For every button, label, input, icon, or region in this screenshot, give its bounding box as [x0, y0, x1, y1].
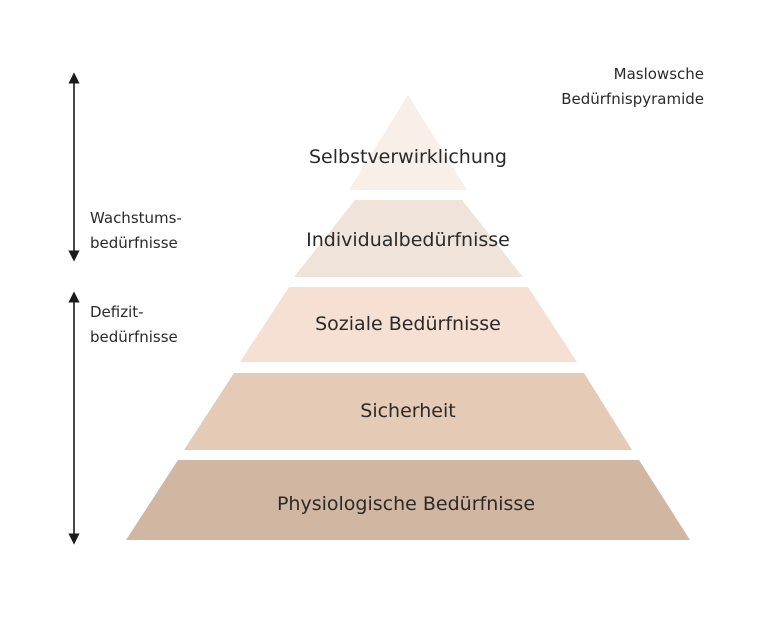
deficit-needs-label-line-2: bedürfnisse [90, 328, 178, 346]
growth-needs-label-line-2: bedürfnisse [90, 234, 178, 252]
growth-needs-label-line-1: Wachstums- [90, 209, 182, 227]
pyramid-level-1-label: Selbstverwirklichung [309, 146, 507, 168]
pyramid-level-3-label: Soziale Bedürfnisse [315, 313, 501, 335]
deficit-needs-label-line-1: Defizit- [90, 303, 144, 321]
diagram-title-line-2: Bedürfnispyramide [561, 90, 704, 108]
pyramid-level-1-shape [349, 95, 467, 190]
diagram-title-line-1: Maslowsche [613, 65, 704, 83]
pyramid-level-4-shape [184, 373, 632, 450]
pyramid-level-3-shape [240, 287, 577, 362]
pyramid-level-5-shape [126, 460, 690, 540]
pyramid-level-2-label: Individualbedürfnisse [306, 229, 510, 251]
deficit-needs-label: Defizit- bedürfnisse [90, 300, 178, 350]
pyramid-level-4-label: Sicherheit [360, 400, 455, 422]
growth-needs-label: Wachstums- bedürfnisse [90, 206, 182, 256]
diagram-title: Maslowsche Bedürfnispyramide [561, 62, 704, 112]
pyramid-level-5-label: Physiologische Bedürfnisse [277, 493, 535, 515]
pyramid-level-2-shape [294, 200, 523, 277]
